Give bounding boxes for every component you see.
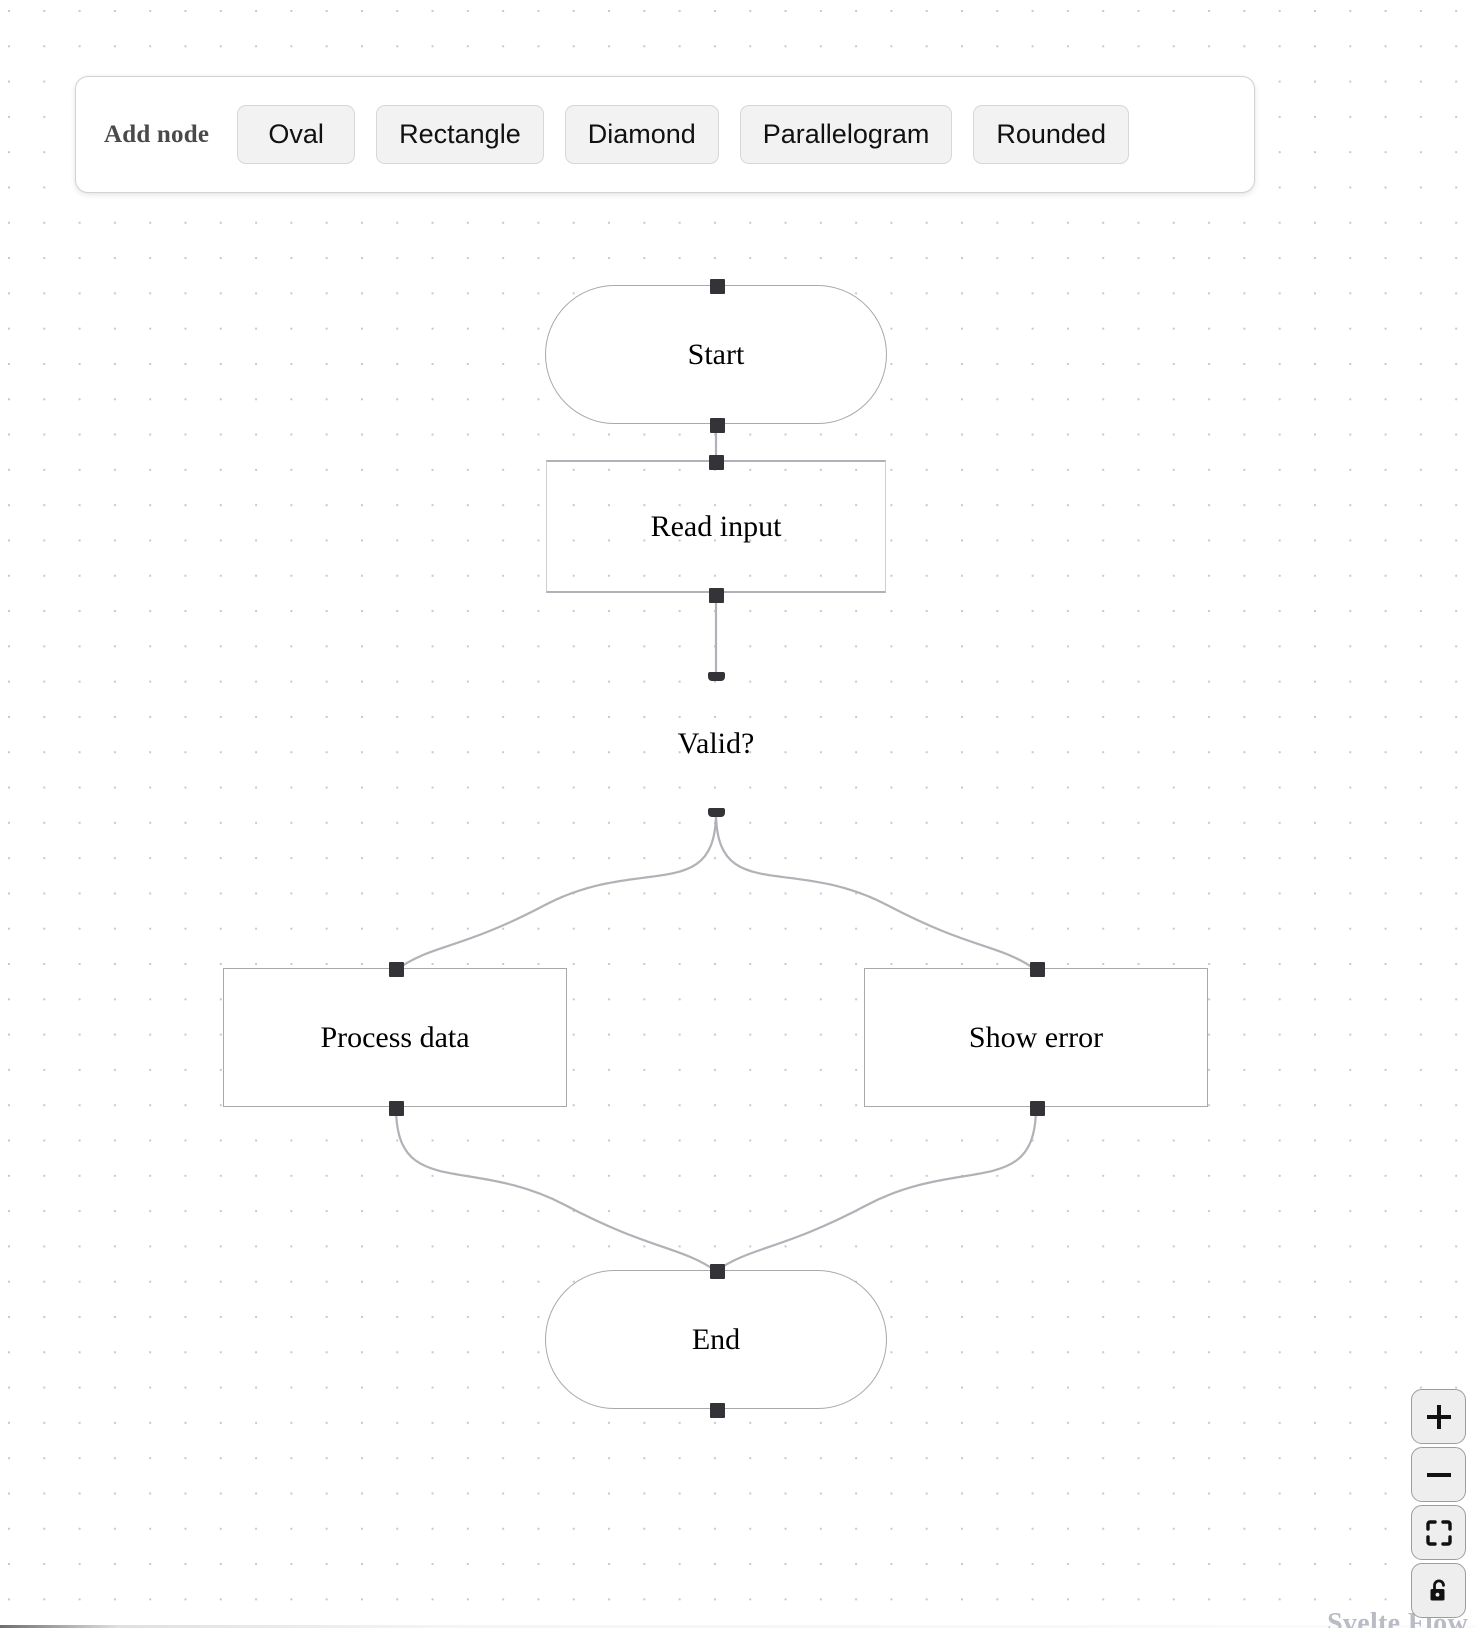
node-process-data[interactable]: Process data	[223, 961, 567, 1116]
handle-show-error-source[interactable]	[1029, 1100, 1045, 1116]
handle-read-input-target[interactable]	[709, 454, 724, 470]
add-node-toolbar: Add node Oval Rectangle Diamond Parallel…	[75, 76, 1255, 193]
node-show-error[interactable]: Show error	[864, 961, 1208, 1116]
add-oval-button[interactable]: Oval	[237, 105, 356, 164]
edge-valid-to-process-data	[395, 811, 718, 971]
node-read-input-label: Read input	[650, 509, 782, 543]
node-valid-label: Valid?	[677, 727, 755, 760]
edge-process-data-to-end	[394, 1106, 717, 1272]
zoom-in-button[interactable]	[1411, 1389, 1466, 1444]
edge-valid-to-show-error	[714, 811, 1037, 971]
handle-show-error-target[interactable]	[1029, 961, 1045, 977]
node-start-label: Start	[687, 337, 745, 371]
node-end-label: End	[691, 1322, 741, 1356]
handle-process-data-target[interactable]	[388, 961, 404, 977]
add-rounded-label: Rounded	[996, 119, 1106, 149]
handle-end-source[interactable]	[709, 1402, 725, 1418]
handle-valid-source[interactable]	[707, 807, 725, 817]
add-diamond-button[interactable]: Diamond	[564, 105, 719, 164]
lock-toggle-button[interactable]	[1411, 1563, 1466, 1618]
handle-valid-target[interactable]	[707, 671, 725, 681]
handle-process-data-source[interactable]	[388, 1100, 404, 1116]
add-diamond-label: Diamond	[587, 119, 696, 149]
add-rounded-button[interactable]: Rounded	[973, 105, 1129, 164]
node-end[interactable]: End	[545, 1263, 887, 1418]
handle-end-target[interactable]	[709, 1263, 725, 1279]
minus-icon	[1424, 1460, 1454, 1490]
node-read-input[interactable]: Read input	[546, 454, 886, 603]
unlock-icon	[1425, 1577, 1453, 1605]
handle-start-source[interactable]	[709, 417, 725, 433]
zoom-out-button[interactable]	[1411, 1447, 1466, 1502]
fit-view-icon	[1425, 1519, 1453, 1547]
add-oval-label: Oval	[268, 119, 324, 149]
fit-view-button[interactable]	[1411, 1505, 1466, 1560]
canvas-bottom-edge	[0, 1625, 1476, 1628]
add-parallelogram-label: Parallelogram	[762, 119, 930, 149]
add-parallelogram-button[interactable]: Parallelogram	[739, 105, 953, 164]
node-process-data-label: Process data	[320, 1020, 470, 1054]
handle-read-input-source[interactable]	[709, 587, 724, 603]
node-show-error-label: Show error	[968, 1020, 1104, 1054]
node-start[interactable]: Start	[545, 278, 887, 433]
add-rectangle-button[interactable]: Rectangle	[376, 105, 544, 164]
add-rectangle-label: Rectangle	[399, 119, 521, 149]
plus-icon	[1424, 1402, 1454, 1432]
flow-controls	[1411, 1389, 1466, 1618]
edge-show-error-to-end	[715, 1106, 1038, 1272]
handle-start-target[interactable]	[709, 278, 725, 294]
node-valid[interactable]: Valid?	[616, 671, 816, 817]
toolbar-title: Add node	[104, 120, 210, 148]
